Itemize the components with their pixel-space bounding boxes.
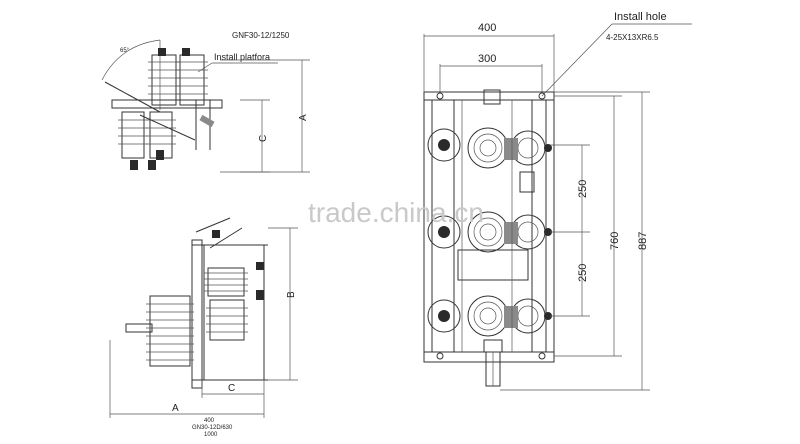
upper-bellows <box>204 267 248 297</box>
height-760: 760 <box>609 232 621 250</box>
dim-a-bottom: A <box>172 403 179 414</box>
dim-b: B <box>286 291 297 298</box>
width-300: 300 <box>478 53 496 65</box>
note-line3: 1000 <box>204 432 218 438</box>
phase-1-assembly <box>427 127 552 193</box>
phase-2-assembly <box>427 211 552 281</box>
angle-label: 65° <box>120 48 130 54</box>
rear-bellows <box>206 299 248 341</box>
right-view: Install hole 4-25X13XR6.5 400 300 250 25… <box>423 11 692 391</box>
bottom-left-view: B C A 400 GN30-12D/630 1000 <box>109 217 298 438</box>
dim-c-top: C <box>258 135 269 142</box>
install-hole-label: Install hole <box>614 11 667 23</box>
note-line1: 400 <box>204 418 215 424</box>
width-400: 400 <box>478 22 496 34</box>
pitch-250-top: 250 <box>577 180 589 198</box>
top-left-model-label: GNF30-12/1250 <box>232 31 290 40</box>
note-line2: GN30-12D/630 <box>192 425 233 431</box>
lower-insulator-stack <box>118 111 176 159</box>
top-insulator-stack <box>148 54 208 106</box>
pitch-250-bottom: 250 <box>577 264 589 282</box>
watermark: trade.china.cn <box>308 197 484 228</box>
phase-3-assembly <box>427 295 552 337</box>
dim-a-top: A <box>298 114 309 121</box>
dim-c-bottom: C <box>228 383 235 394</box>
height-887: 887 <box>637 232 649 250</box>
top-left-view: GNF30-12/1250 Install platfora 65° <box>101 31 310 173</box>
install-platform-callout: Install platfora <box>214 52 270 62</box>
front-bellows <box>146 295 194 367</box>
hole-spec: 4-25X13XR6.5 <box>606 33 659 42</box>
